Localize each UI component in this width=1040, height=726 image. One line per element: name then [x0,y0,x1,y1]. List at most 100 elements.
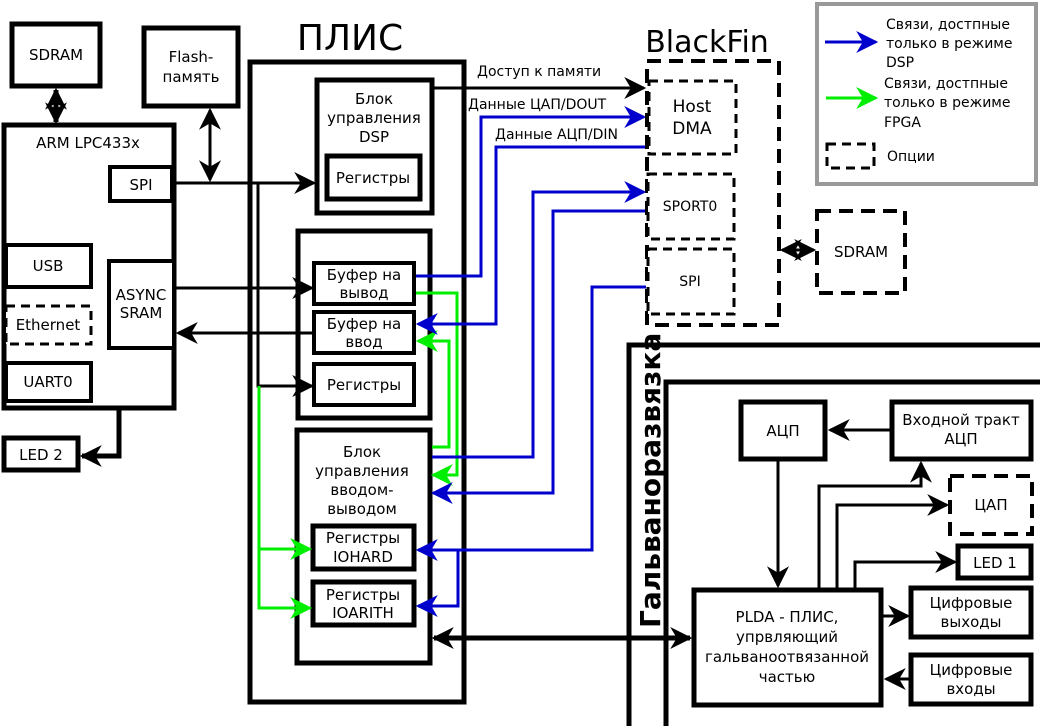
fpga-container [247,59,467,705]
adc-data-label: Данные АЦП/DIN [495,127,618,143]
svg-text:DMA: DMA [672,119,712,139]
adc-input-path-block: Входной тракт АЦП [889,399,1034,462]
blackfin-sdram-block: SDRAM [815,209,907,295]
svg-text:управления: управления [327,109,421,127]
svg-text:частью: частью [759,668,816,686]
fpga-link-bufout-to-io [416,291,459,486]
uart0-block: UART0 [4,361,93,403]
input-buffer-block: Буфер на ввод [312,310,416,355]
svg-text:ЦАП: ЦАП [974,496,1007,514]
host-dma-block: Host DMA [647,79,738,156]
svg-text:Блок: Блок [343,443,381,461]
svg-text:UART0: UART0 [23,373,72,391]
usb-block: USB [4,243,93,289]
svg-text:Буфер на: Буфер на [327,315,402,333]
blackfin-spi-block: SPI [646,247,736,316]
adc-block: АЦП [738,399,828,462]
svg-text:Регистры: Регистры [326,529,400,547]
galvanic-isolation-label: Гальваноразвязка [634,333,667,628]
memory-access-label: Доступ к памяти [477,64,601,80]
legend-options-swatch [825,142,876,170]
svg-text:только в режиме: только в режиме [886,36,1012,52]
plda-to-led1-link [853,551,958,588]
svg-text:Цифровые: Цифровые [930,594,1013,612]
plda-to-dac-link [835,494,950,588]
svg-text:Связи, достпные: Связи, достпные [886,17,1010,33]
svg-text:SRAM: SRAM [120,304,163,322]
led2-block: LED 2 [1,435,81,473]
dac-block: ЦАП [948,474,1034,536]
svg-text:SPI: SPI [679,274,700,290]
svg-text:LED 2: LED 2 [19,446,63,464]
svg-text:IOHARD: IOHARD [333,548,393,566]
svg-text:PLDA - ПЛИС,: PLDA - ПЛИС, [736,608,839,626]
sport0-block: SPORT0 [646,172,736,241]
svg-text:Цифровые: Цифровые [930,661,1013,679]
arm-spi-block: SPI [108,165,174,203]
svg-text:ARM LPC433x: ARM LPC433x [36,134,140,152]
svg-text:упрвляющий: упрвляющий [736,628,838,646]
dsp-link-sport0-to-io [430,209,646,504]
fpga-link-io-to-bufin [415,330,451,449]
dac-data-label: Данные ЦАП/DOUT [468,97,607,113]
output-buffer-block: Буфер на вывод [312,261,416,306]
svg-text:вывод: вывод [339,284,388,302]
galvanic-inner-border [663,379,1040,726]
svg-text:АЦП: АЦП [766,422,799,440]
digital-inputs-block: Цифровые входы [908,652,1034,707]
svg-text:Регистры: Регистры [336,169,410,187]
svg-text:LED 1: LED 1 [973,554,1017,572]
svg-text:ввод: ввод [345,333,382,351]
svg-text:USB: USB [33,257,64,275]
blackfin-container [645,59,781,327]
svg-text:вводом-: вводом- [330,481,393,499]
svg-text:Опции: Опции [887,149,935,165]
blackfin-title: BlackFin [645,25,769,60]
svg-text:выходы: выходы [941,613,1002,631]
async-sram-block: ASYNC SRAM [107,259,176,350]
svg-text:SPI: SPI [130,176,153,194]
dsp-link-io-to-sport0 [432,181,647,459]
fpga-link-ioarith [257,386,313,619]
svg-text:Входной тракт: Входной тракт [902,411,1020,429]
svg-text:только в режиме: только в режиме [884,95,1010,111]
svg-text:SDRAM: SDRAM [834,243,888,261]
svg-text:DSP: DSP [359,128,389,146]
dsp-link-hostdma-to-bufin [415,145,646,335]
spi-to-buffer-registers-wire [256,183,315,397]
dsp-link-spi-to-ioarith [415,550,460,617]
ethernet-block: Ethernet [4,304,93,346]
plda-block: PLDA - ПЛИС, упрвляющий гальваноотвязанн… [691,587,884,708]
svg-text:Ethernet: Ethernet [16,316,81,334]
legend: Связи, достпные только в режиме DSP Связ… [815,2,1038,186]
buffer-registers-block: Регистры [312,362,416,407]
digital-outputs-block: Цифровые выходы [908,585,1034,640]
svg-text:входы: входы [946,680,995,698]
svg-text:FPGA: FPGA [884,115,921,131]
galvanic-outer-border [626,342,1040,726]
svg-text:Регистры: Регистры [327,376,401,394]
dsp-registers-block: Регистры [324,153,423,202]
iohard-registers-block: Регистры IOHARD [310,523,417,572]
svg-text:АЦП: АЦП [944,430,977,448]
svg-text:Регистры: Регистры [326,586,400,604]
svg-text:Host: Host [673,97,712,117]
arm-sdram-block: SDRAM [9,21,103,89]
svg-text:управления: управления [315,462,409,480]
svg-text:ASYNC: ASYNC [116,286,167,304]
led1-block: LED 1 [955,543,1034,581]
svg-text:SDRAM: SDRAM [29,46,83,64]
dsp-link-bufout-to-hostdma [416,106,647,278]
flash-memory-block: Flash- память [141,25,241,109]
svg-text:IOARITH: IOARITH [332,604,394,622]
arm-led2-link [79,410,122,467]
fpga-title: ПЛИС [297,18,403,59]
svg-text:DSP: DSP [886,55,914,71]
svg-text:выводом: выводом [327,500,397,518]
dsp-link-spi-to-iohard [415,285,646,561]
svg-text:Flash-: Flash- [169,48,214,66]
plda-to-adc-input-link [817,460,932,588]
svg-text:Блок: Блок [355,90,393,108]
svg-text:Буфер на: Буфер на [327,266,402,284]
